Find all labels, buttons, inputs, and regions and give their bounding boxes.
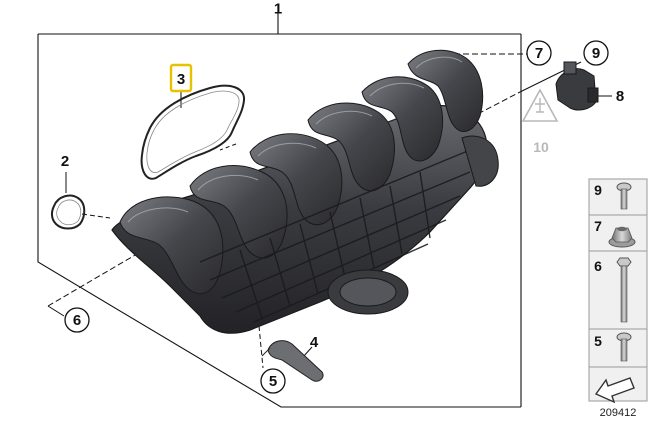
legend-number-9: 9 bbox=[594, 182, 602, 198]
callout-1: 1 bbox=[274, 0, 282, 17]
callout-7: 7 bbox=[526, 40, 552, 66]
callout-3-label: 3 bbox=[177, 71, 185, 88]
legend-number-7: 7 bbox=[594, 218, 602, 234]
intake-manifold-part-1 bbox=[111, 49, 499, 334]
torx-bolt-icon bbox=[616, 182, 632, 210]
bracket-part-4 bbox=[261, 340, 324, 382]
flange-nut-icon bbox=[608, 226, 636, 248]
callout-7-label: 7 bbox=[535, 45, 543, 62]
callout-6-label: 6 bbox=[73, 312, 81, 329]
assembly-frame bbox=[37, 6, 522, 408]
gasket-part-2 bbox=[50, 194, 86, 230]
callout-4-label: 4 bbox=[310, 334, 319, 351]
sensor-part-8 bbox=[555, 61, 599, 111]
callout-5-label: 5 bbox=[269, 373, 277, 390]
callout-4: 4 bbox=[310, 334, 319, 351]
callout-8-label: 8 bbox=[616, 88, 624, 105]
legend-number-5: 5 bbox=[594, 333, 602, 349]
callout-3-highlighted: 3 bbox=[169, 63, 193, 93]
callout-1-label: 1 bbox=[274, 0, 282, 17]
legend-cell-bolt-9: 9 bbox=[588, 178, 648, 216]
fastener-legend: 9 7 6 5 bbox=[588, 178, 648, 404]
legend-cell-bolt-6: 6 bbox=[588, 250, 648, 330]
legend-cell-nut-7: 7 bbox=[588, 214, 648, 252]
direction-arrow-icon bbox=[594, 377, 635, 404]
diagram-number: 209412 bbox=[600, 407, 637, 419]
callout-2: 2 bbox=[61, 153, 69, 170]
callout-9-label: 9 bbox=[592, 45, 600, 62]
legend-cell-arrow bbox=[588, 366, 648, 404]
callout-8: 8 bbox=[616, 88, 624, 105]
callout-5: 5 bbox=[260, 368, 286, 394]
gasket-part-3 bbox=[140, 84, 245, 180]
warning-triangle-icon bbox=[521, 88, 559, 122]
legend-cell-bolt-5: 5 bbox=[588, 328, 648, 368]
callout-9: 9 bbox=[583, 40, 609, 66]
hex-bolt-icon bbox=[616, 257, 632, 323]
callout-6: 6 bbox=[64, 307, 90, 333]
callout-2-label: 2 bbox=[61, 153, 69, 170]
legend-number-6: 6 bbox=[594, 258, 602, 274]
torx-screw-icon bbox=[616, 332, 632, 362]
callout-10: 10 bbox=[533, 139, 549, 155]
callout-10-label: 10 bbox=[533, 139, 549, 155]
